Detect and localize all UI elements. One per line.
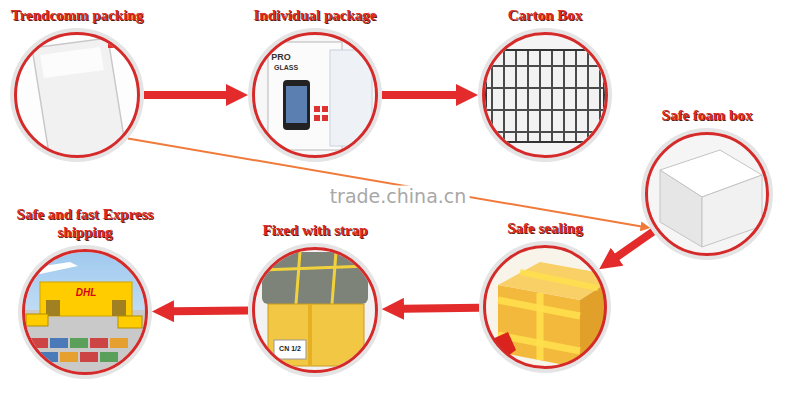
express-scene — [20, 250, 150, 380]
watermark: trade.china.cn — [327, 186, 470, 207]
print-text: CN 1/2 — [279, 345, 301, 353]
circle-frame — [252, 32, 378, 158]
sealed-box — [480, 240, 618, 370]
print-text: PRO — [271, 53, 291, 63]
strapped-parcel — [250, 245, 380, 375]
glass-sheet — [10, 30, 150, 160]
step-node: Trendcomm packing — [11, 6, 143, 158]
step-heading: Safe foam box — [662, 106, 753, 124]
print-text: DHL — [76, 287, 97, 298]
circle-frame — [645, 132, 769, 256]
flow-arrow — [616, 232, 653, 257]
step-node: Fixed with strap — [252, 221, 378, 373]
step-node: Safe sealing — [483, 219, 607, 369]
circle-frame — [22, 249, 148, 375]
flow-arrow — [403, 304, 479, 313]
carton-box — [480, 30, 610, 160]
step-heading: Carton Box — [508, 6, 583, 24]
step-node: Individual package — [252, 6, 378, 158]
step-heading: Safe and fast Express shipping — [15, 205, 155, 241]
flow-line — [128, 139, 642, 227]
step-heading: Individual package — [254, 6, 377, 24]
circle-frame — [483, 245, 607, 369]
retail-package — [250, 30, 390, 160]
flow-arrow — [173, 307, 248, 316]
print-text: GLASS — [274, 64, 298, 72]
foam-box — [640, 130, 780, 260]
step-heading: Safe sealing — [507, 219, 582, 237]
circle-frame — [482, 32, 608, 158]
step-heading: Fixed with strap — [263, 221, 368, 239]
circle-frame — [14, 32, 140, 158]
step-node: Safe foam box — [645, 106, 769, 256]
flow-arrow — [382, 91, 457, 99]
step-heading: Trendcomm packing — [11, 6, 143, 24]
circle-frame — [252, 247, 378, 373]
flow-arrow — [144, 91, 227, 99]
step-node: Carton Box — [482, 6, 608, 158]
